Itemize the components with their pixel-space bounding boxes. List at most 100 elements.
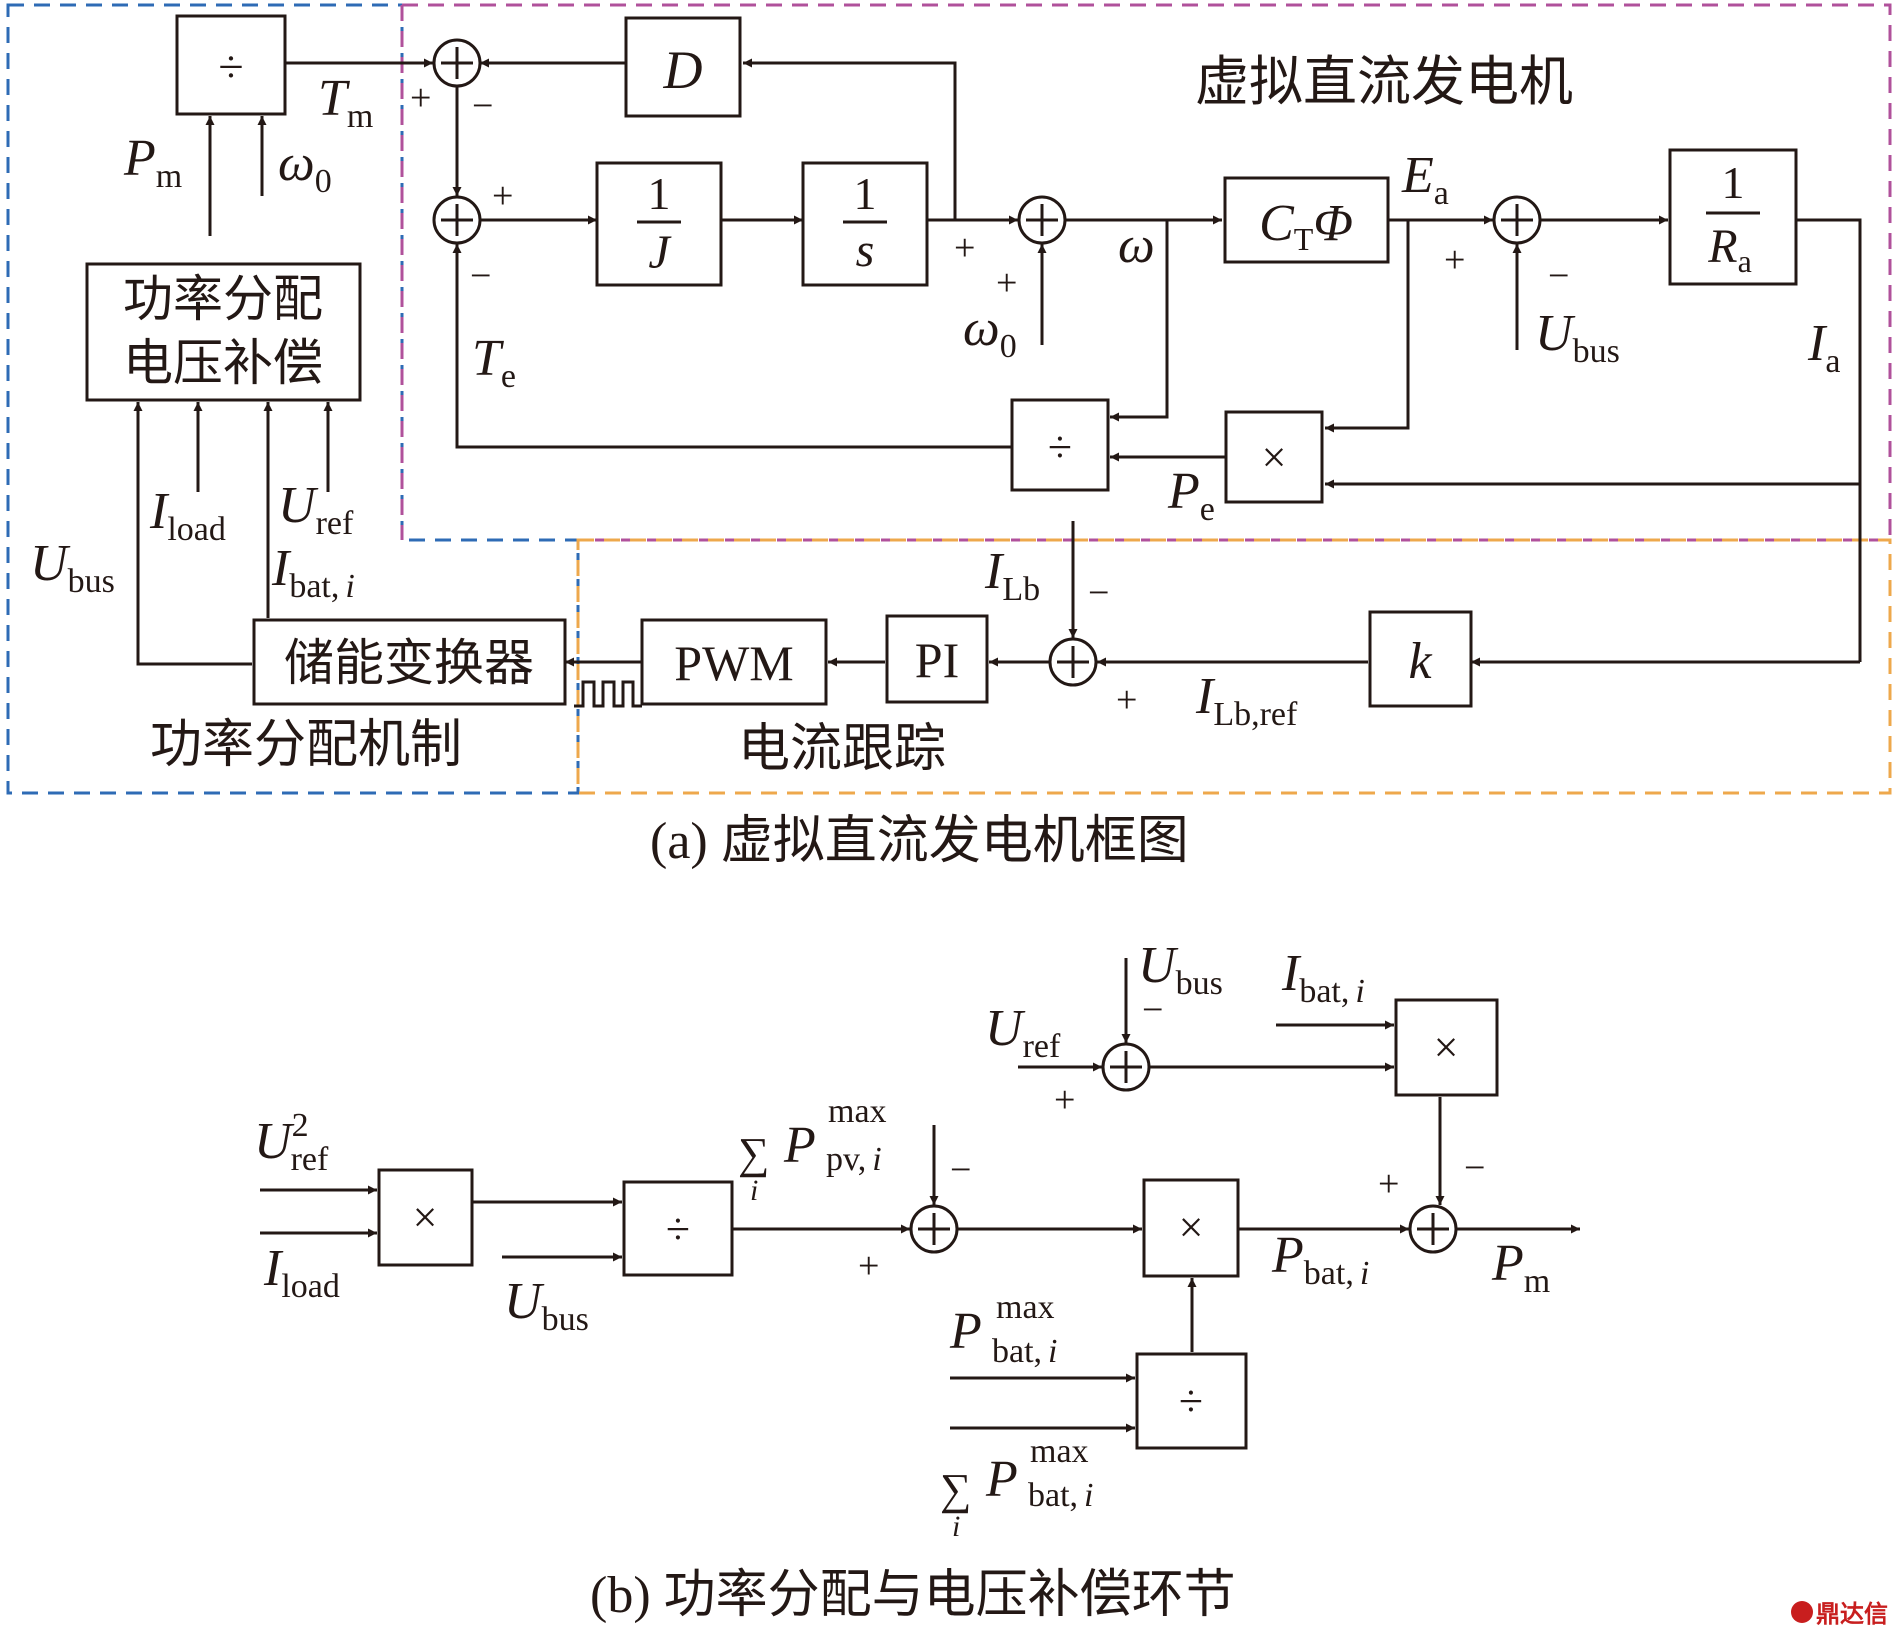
ra-numerator: 1 — [1722, 157, 1745, 208]
torque-constant-block — [1223, 176, 1390, 264]
sign-minus-sum4: − — [1548, 255, 1569, 297]
label-b-ibat: Ibat,i — [1281, 945, 1365, 1010]
caption-b: (b) 功率分配与电压补偿环节 — [590, 1567, 1236, 1624]
region-title-power-allocation: 功率分配机制 — [150, 717, 462, 774]
sign-minus-sum2: − — [470, 255, 491, 297]
label-ubus-mid: Ubus — [1535, 305, 1620, 370]
ra-denominator: Ra — [1707, 220, 1752, 279]
watermark-icon — [1791, 1601, 1813, 1623]
power-allocation-line1: 功率分配 — [123, 271, 323, 327]
caption-a: (a) 虚拟直流发电机框图 — [650, 813, 1189, 870]
integrator-numerator: 1 — [854, 168, 877, 219]
label-tm: Tm — [318, 70, 373, 135]
summing-junction-3 — [1017, 195, 1067, 245]
orange-region-border — [576, 538, 1892, 795]
summing-junction-1 — [432, 38, 482, 88]
label-ia: Ia — [1807, 315, 1840, 380]
multiplier-symbol-b1: × — [413, 1193, 438, 1242]
label-b-pbat-max-sup: max — [996, 1289, 1055, 1326]
power-allocation-block — [85, 262, 362, 402]
summing-junction-4 — [1492, 195, 1542, 245]
label-omega0-top: ω0 — [278, 135, 332, 200]
inertia-block — [595, 161, 723, 287]
sign-plus-sum4: + — [1444, 239, 1465, 281]
label-b-iload: Iload — [263, 1240, 340, 1305]
divider-block-top — [175, 14, 287, 116]
label-pm: Pm — [123, 130, 182, 195]
label-b-sigma-pbat-index: i — [952, 1510, 960, 1543]
label-uref: Uref — [278, 477, 354, 542]
damping-label: D — [663, 40, 703, 100]
sign-plus-sum3-left: + — [954, 227, 975, 269]
pi-label: PI — [915, 632, 959, 688]
label-ibat-i: Ibat,i — [271, 540, 355, 605]
pi-controller-block — [885, 614, 989, 704]
storage-converter-block — [252, 618, 567, 706]
label-b-sigma-pbat-p: P — [985, 1451, 1018, 1508]
diagram-a-blocks: ÷ D 1 J 1 s CTΦ 1 Ra ÷ × 功率分配 电压补偿 — [85, 14, 1798, 708]
sign-minus-sum5: − — [1088, 572, 1109, 614]
pwm-waveform — [574, 680, 642, 708]
diagram-b-wires — [260, 958, 1580, 1433]
sign-b-plus-sum1: + — [858, 1245, 879, 1287]
label-b-sigma-ppv-index: i — [750, 1174, 758, 1207]
multiplier-symbol-b3: × — [1434, 1023, 1459, 1072]
label-b-sigma-ppv: ∑ — [738, 1129, 769, 1178]
label-b-uref: Uref — [985, 1000, 1061, 1065]
sign-minus-sum1: − — [472, 85, 493, 127]
multiplier-block-b3 — [1394, 998, 1499, 1097]
diagram-b-summing-junctions — [909, 1042, 1458, 1254]
diagram-a-wires — [133, 58, 1862, 708]
summing-junction-2 — [432, 195, 482, 245]
label-iload: Iload — [149, 483, 226, 548]
label-te: Te — [472, 330, 516, 395]
label-ilb: ILb — [984, 543, 1040, 608]
gain-k-block — [1368, 610, 1473, 708]
watermark-logo: 鼎达信 — [1791, 1600, 1888, 1628]
sign-b-minus-sum3: − — [1142, 989, 1163, 1031]
summing-junction-5 — [1048, 637, 1098, 687]
multiplier-symbol-mid: × — [1262, 433, 1287, 482]
region-borders — [6, 3, 1892, 795]
label-ea: Ea — [1401, 147, 1449, 212]
summing-junction-b2 — [1408, 1204, 1458, 1254]
sign-b-minus-sum2: − — [1464, 1147, 1485, 1189]
damping-block — [624, 16, 742, 118]
label-ilb-ref: ILb,ref — [1195, 668, 1298, 733]
inertia-numerator: 1 — [648, 168, 671, 219]
divider-symbol-top: ÷ — [218, 41, 243, 92]
diagram-a-signal-labels: Tm Pm ω0 ω0 ω Ea Ubus Ia Te Pe ILb ILb,r… — [30, 70, 1840, 733]
label-b-sigma-pbat-sub: bat,i — [1028, 1477, 1094, 1514]
divider-block-b1 — [622, 1180, 734, 1277]
sign-b-minus-sum1: − — [950, 1149, 971, 1191]
storage-converter-label: 储能变换器 — [284, 635, 534, 691]
inertia-denominator: J — [648, 226, 672, 279]
label-b-ppv-max: max — [828, 1093, 887, 1130]
multiplier-block-mid — [1224, 410, 1324, 504]
label-pe: Pe — [1167, 463, 1215, 528]
label-omega0-mid: ω0 — [963, 300, 1017, 365]
label-b-sigma-pbat-sup: max — [1030, 1433, 1089, 1470]
pwm-label: PWM — [674, 635, 793, 691]
label-b-pbat-max-sub: bat,i — [992, 1333, 1058, 1370]
watermark-text: 鼎达信 — [1816, 1600, 1888, 1628]
multiplier-symbol-b2: × — [1179, 1203, 1204, 1252]
divider-symbol-mid: ÷ — [1048, 423, 1072, 472]
label-b-pm: Pm — [1491, 1235, 1550, 1300]
label-b-ppv: P — [783, 1117, 816, 1174]
label-b-pbat: Pbat,i — [1271, 1227, 1369, 1292]
diagram-b-blocks: × ÷ × × ÷ — [377, 998, 1499, 1450]
integrator-block — [801, 161, 929, 287]
divider-symbol-b2: ÷ — [1179, 1377, 1203, 1426]
divider-block-b2 — [1135, 1352, 1248, 1450]
sign-b-plus-sum3: + — [1054, 1079, 1075, 1121]
multiplier-block-b2 — [1142, 1178, 1240, 1278]
sign-plus-sum3-bottom: + — [996, 262, 1017, 304]
multiplier-block-b1 — [377, 1168, 474, 1267]
divider-block-mid — [1010, 398, 1110, 492]
region-title-current-tracking: 电流跟踪 — [738, 721, 946, 778]
